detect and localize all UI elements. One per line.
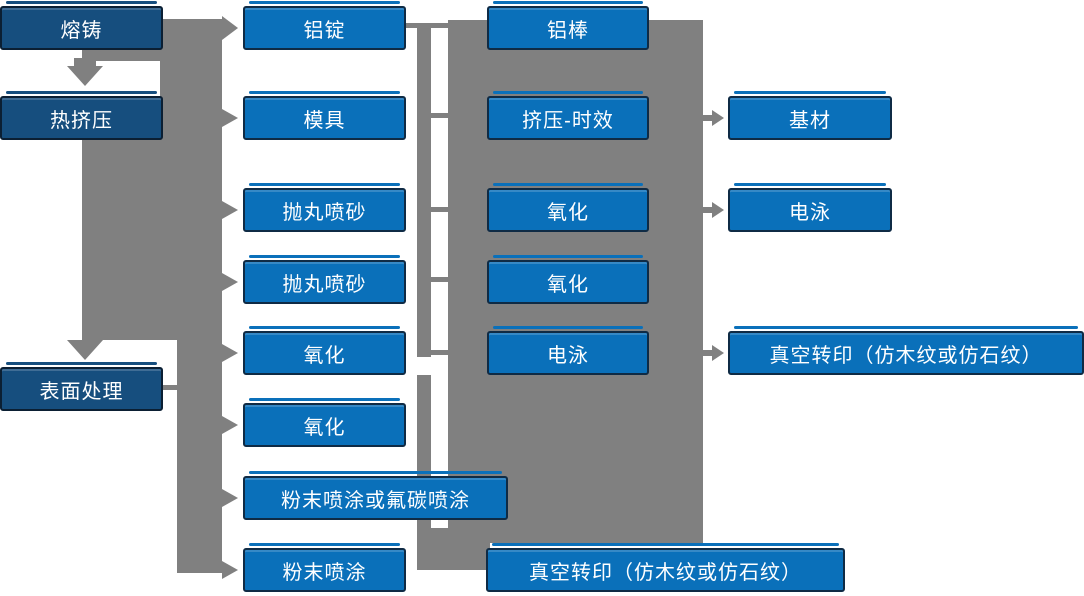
node-dianyong-c3: 电泳 (487, 326, 649, 375)
node-paowanpensha-1: 抛丸喷砂 (243, 183, 406, 232)
node-lvding: 铝锭 (243, 1, 406, 50)
node-lvbang: 铝棒 (487, 1, 649, 50)
connector-biaomianchuli-link (163, 385, 177, 390)
connector-stub-dianyong-c3 (431, 350, 448, 355)
connector-stub-yanghua-c3-1 (431, 207, 448, 212)
node-rejiya: 热挤压 (0, 91, 163, 140)
node-zhenkongzhuanyin-2: 真空转印（仿木纹或仿石纹） (728, 326, 1084, 375)
node-biaomianchuli: 表面处理 (0, 362, 163, 411)
node-yanghua-c3-2: 氧化 (487, 255, 649, 304)
connector-rongzhu-down-stub (74, 58, 96, 68)
connector-mid-riser-upper (417, 23, 431, 357)
connector-stub-jiya-shixiao (421, 113, 448, 118)
connector-trunk-lower-band (177, 340, 222, 573)
node-yanghua-c2-1: 氧化 (243, 326, 406, 375)
node-jicai: 基材 (728, 91, 892, 140)
node-jiya-shixiao: 挤压-时效 (487, 91, 649, 140)
arrowhead-into-rejiya (67, 66, 103, 86)
node-rongzhu: 熔铸 (0, 1, 163, 50)
arrowhead-into-fenmo-futan-pentu (222, 489, 238, 507)
arrowhead-into-jicai (712, 110, 724, 126)
connector-stub-yanghua-c3-2 (431, 277, 448, 282)
node-fenmopentu: 粉末喷涂 (243, 543, 406, 592)
connector-trunk-upper-vertical (160, 60, 222, 102)
arrowhead-into-zhenkongzhuanyin-2 (712, 345, 724, 361)
node-paowanpensha-2: 抛丸喷砂 (243, 255, 406, 304)
arrowhead-into-biaomianchuli (67, 340, 103, 360)
connector-trunk-main-block (82, 100, 222, 340)
arrowhead-into-fenmopentu (222, 561, 238, 579)
arrowhead-into-yanghua-c2-1 (222, 344, 238, 362)
arrowhead-into-dianyong-c4 (712, 202, 724, 218)
node-fenmo-futan-pentu: 粉末喷涂或氟碳喷涂 (243, 471, 508, 520)
connector-shaft-zhenkongzhuanyin-2 (703, 350, 712, 356)
node-yanghua-c2-2: 氧化 (243, 398, 406, 447)
connector-shaft-dianyong-c4 (703, 207, 712, 213)
arrowhead-into-paowanpensha-2 (222, 273, 238, 291)
arrowhead-into-muju (222, 109, 238, 127)
arrowhead-into-yanghua-c2-2 (222, 416, 238, 434)
node-yanghua-c3-1: 氧化 (487, 183, 649, 232)
arrowhead-into-paowanpensha-1 (222, 201, 238, 219)
node-muju: 模具 (243, 91, 406, 140)
node-dianyong-c4: 电泳 (728, 183, 892, 232)
arrowhead-into-lvding (222, 16, 238, 40)
connector-shaft-jicai (703, 115, 712, 121)
node-zhenkongzhuanyin-1: 真空转印（仿木纹或仿石纹） (486, 543, 845, 592)
